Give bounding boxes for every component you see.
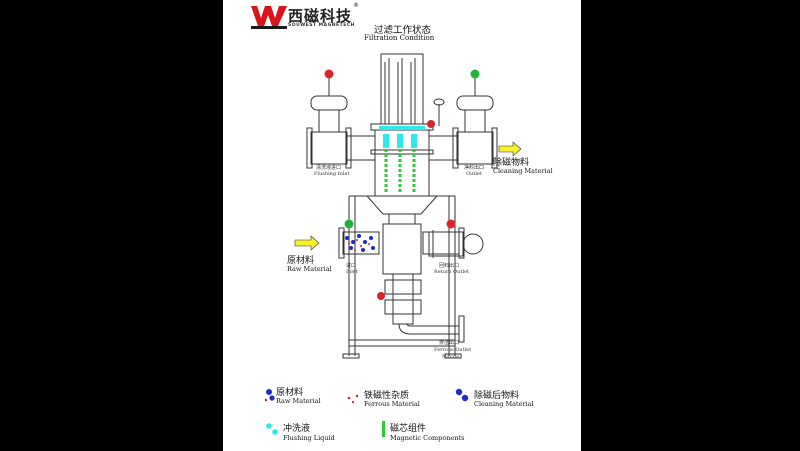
valve-indicator-outlet [470,69,480,79]
flow-cleaning-cn: 除磁物料 [493,158,530,168]
valve-indicator-return [446,219,456,229]
brand-name-en: SOUWEST MAGNETECH [288,23,355,28]
flow-cleaning-en: Cleaning Material [493,167,553,175]
legend-ferrous-cn: 铁磁性杂质 [364,391,410,401]
diagram-sheet: 西磁科技 ® SOUWEST MAGNETECH 过滤工作状态 Filtrati… [223,0,581,451]
label-inlet-en: Inlet [346,269,358,275]
label-ferrous-outlet-en: Ferrous Outlet [434,347,472,353]
legend-raw-en: Raw Material [276,397,321,405]
flow-raw-en: Raw Material [287,265,332,273]
legend-cleaning-cn: 除磁后物料 [474,391,520,401]
label-return-outlet-en: Return Outlet [434,269,470,275]
brand-reg-mark: ® [353,2,359,9]
filter-schematic [264,53,522,437]
legend-flushing-cn: 冲洗液 [283,424,311,434]
label-inlet-cn: 进口 [346,263,357,269]
label-outlet-cn: 净料出口 [464,165,485,171]
label-ferrous-outlet-sub: Nozzle [442,354,460,360]
legend-flushing-en: Flushing Liquid [283,434,335,442]
brand-name: 西磁科技 [288,7,353,25]
logo-icon [251,6,287,29]
label-flushing-inlet-cn: 清洗液进口 [316,165,342,171]
legend-magnetic-en: Magnetic Components [390,434,465,442]
legend-symbols [264,388,469,437]
page-subtitle: Filtration Condition [364,34,435,42]
legend-raw-cn: 原材料 [276,388,304,398]
arrow-raw-in [294,235,320,251]
valve-indicator-ferrous [377,292,385,300]
label-return-outlet-cn: 回料出口 [439,263,460,269]
label-flushing-inlet-en: Flushing Inlet [314,171,350,177]
valve-indicator-inlet [344,219,354,229]
flow-raw-cn: 原材料 [287,256,315,266]
label-ferrous-outlet-cn: 排渣出口 [439,340,460,346]
legend-magnetic-cn: 磁芯组件 [390,424,427,434]
label-outlet-en: Outlet [466,171,482,177]
legend-cleaning-en: Cleaning Material [474,400,534,408]
legend-ferrous-en: Ferrous Material [364,400,420,408]
valve-indicator-flush [324,69,334,79]
arrow-cleaning-out [498,141,522,157]
page-title: 过滤工作状态 [374,25,432,36]
valve-indicator-top [427,120,435,128]
